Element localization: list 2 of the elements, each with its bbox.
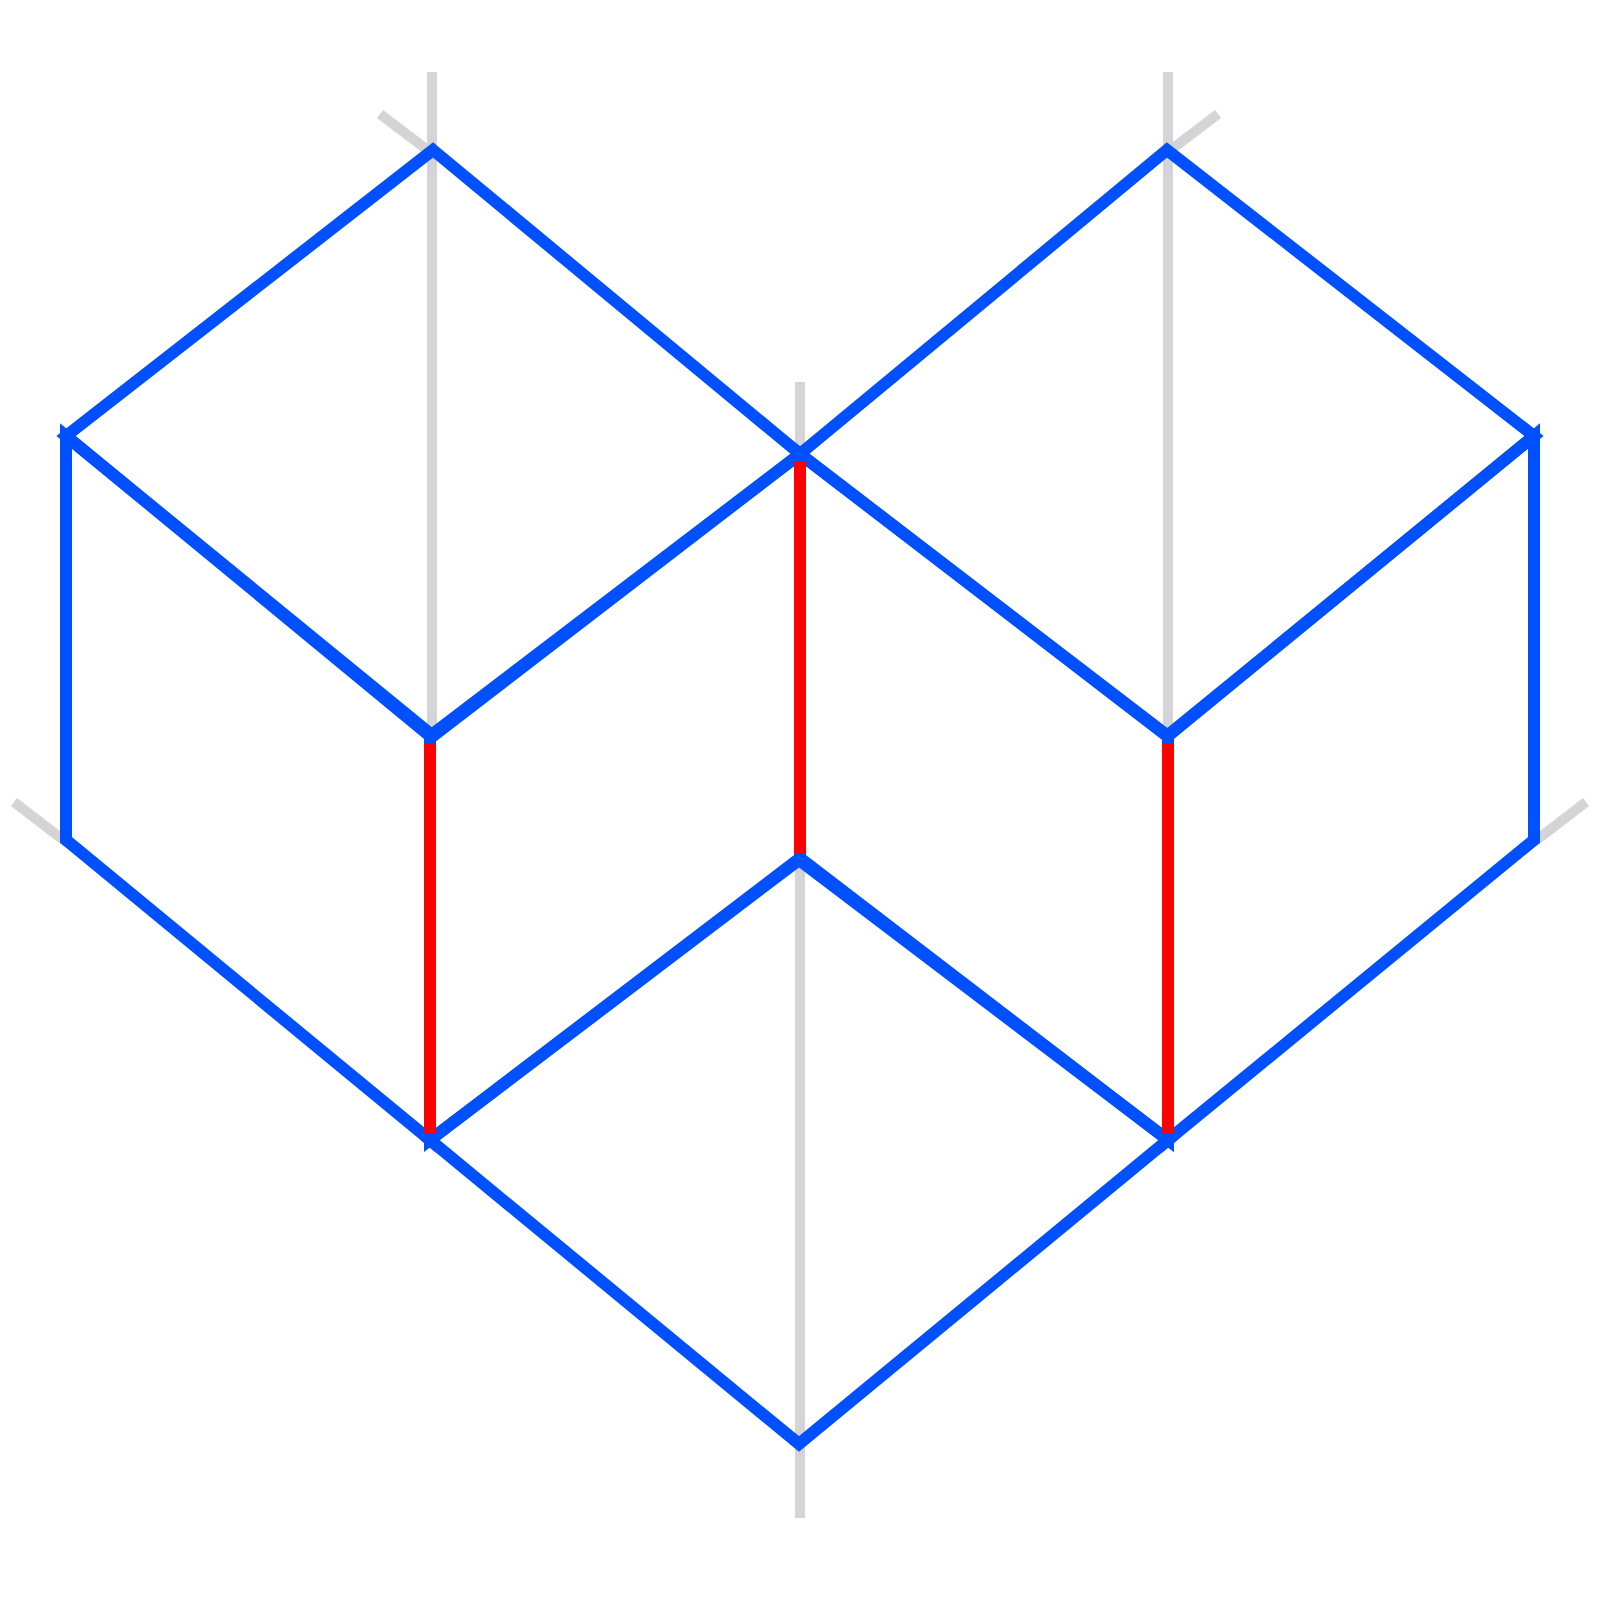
parallelogram-face (792, 446, 1176, 1148)
parallelogram-face (422, 446, 808, 1148)
